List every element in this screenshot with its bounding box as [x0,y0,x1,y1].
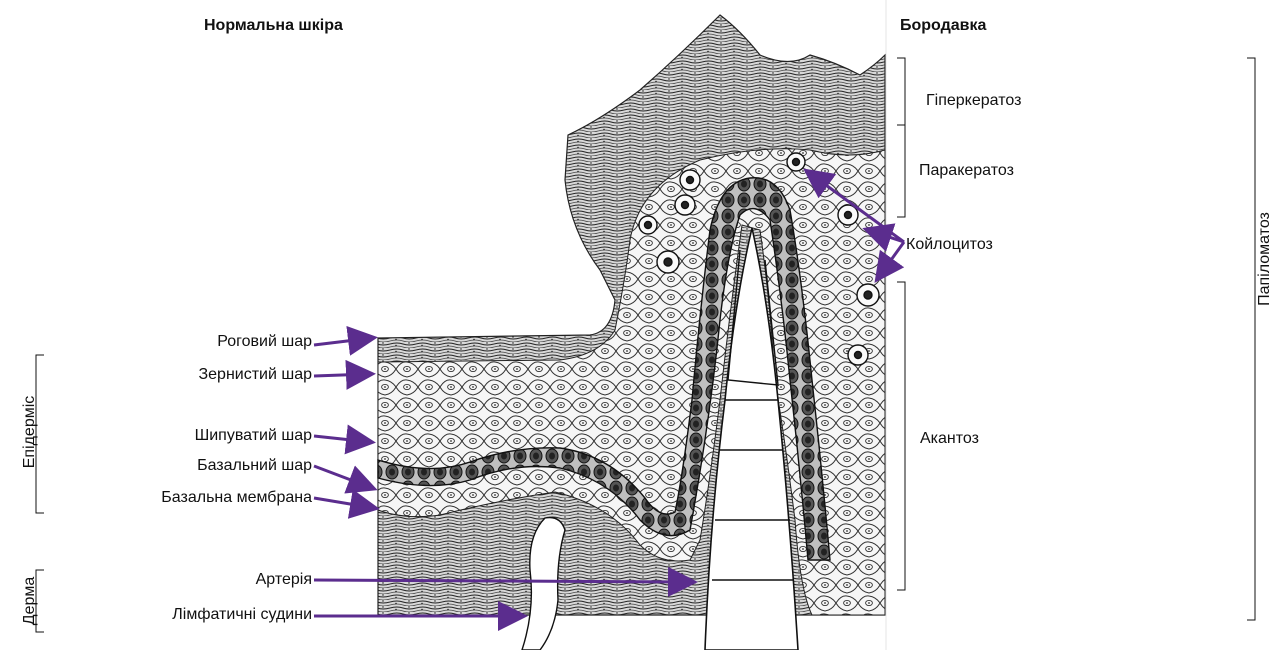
arrow-basement-membrane [314,498,374,508]
heading-normal-skin: Нормальна шкіра [204,17,343,35]
label-parakeratosis: Паракератоз [919,162,1014,180]
label-acanthosis: Акантоз [920,430,979,448]
arrow-stratum-granulosum [314,374,370,376]
heading-wart: Бородавка [900,17,986,35]
papillomatosis-bracket [1247,58,1255,620]
label-stratum-basale: Базальний шар [197,457,312,475]
label-basement-membrane: Базальна мембрана [161,489,312,507]
label-koilocytosis: Койлоцитоз [906,236,993,254]
label-stratum-corneum: Роговий шар [217,333,312,351]
arrow-stratum-spinosum [314,436,370,442]
parakeratosis-bracket [897,125,905,217]
arrow-stratum-basale [314,466,372,488]
label-stratum-spinosum: Шипуватий шар [195,427,312,445]
arrow-artery [314,580,692,582]
arrow-stratum-corneum [314,338,372,345]
group-epidermis: Епідерміс [21,377,39,487]
label-lymph-vessels: Лімфатичні судини [172,606,312,624]
group-dermis: Дерма [21,566,39,636]
label-stratum-granulosum: Зернистий шар [198,366,312,384]
label-artery: Артерія [256,571,312,589]
acanthosis-bracket [897,282,905,590]
label-papillomatosis: Папіломатоз [1256,199,1274,319]
label-hyperkeratosis: Гіперкератоз [926,92,1021,110]
hyperkeratosis-bracket [897,58,905,125]
